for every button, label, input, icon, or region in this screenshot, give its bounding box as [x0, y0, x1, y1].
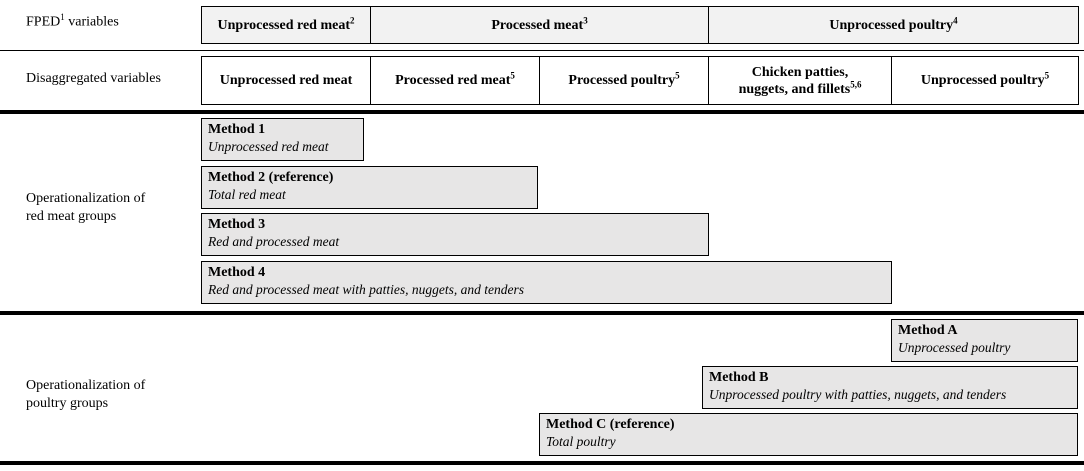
fped-header-unprocessed-red-meat: Unprocessed red meat2 [201, 6, 371, 44]
method-c-title: Method C (reference) [546, 417, 675, 432]
fped-row-label: FPED1 variables [26, 12, 119, 30]
disagg-header-unprocessed-poultry: Unprocessed poultry5 [891, 56, 1079, 105]
method-2-box: Method 2 (reference) Total red meat [201, 166, 538, 209]
divider-bottom [0, 461, 1084, 465]
disagg-header-processed-red-meat: Processed red meat5 [370, 56, 540, 105]
method-2-title: Method 2 (reference) [208, 170, 334, 185]
method-b-box: Method B Unprocessed poultry with pattie… [702, 366, 1078, 409]
method-c-box: Method C (reference) Total poultry [539, 413, 1078, 456]
method-3-desc: Red and processed meat [208, 234, 340, 249]
method-a-desc: Unprocessed poultry [898, 340, 1011, 355]
fped-header-processed-meat: Processed meat3 [370, 6, 709, 44]
method-3-title: Method 3 [208, 217, 266, 232]
disagg-header-unprocessed-red-meat: Unprocessed red meat [201, 56, 371, 105]
disagg-header-processed-poultry: Processed poultry5 [539, 56, 709, 105]
divider-disaggregated [0, 110, 1084, 114]
method-b-title: Method B [709, 370, 769, 385]
disaggregated-row-label: Disaggregated variables [26, 71, 161, 86]
method-1-box: Method 1 Unprocessed red meat [201, 118, 364, 161]
red-meat-group-label: Operationalization of red meat groups [26, 191, 146, 224]
method-a-box: Method A Unprocessed poultry [891, 319, 1078, 362]
method-1-title: Method 1 [208, 122, 266, 137]
method-b-desc: Unprocessed poultry with patties, nugget… [709, 387, 1007, 402]
method-c-desc: Total poultry [546, 434, 616, 449]
divider-fped [0, 50, 1084, 51]
method-a-title: Method A [898, 323, 958, 338]
fped-header-unprocessed-poultry: Unprocessed poultry4 [708, 6, 1079, 44]
method-4-box: Method 4 Red and processed meat with pat… [201, 261, 892, 304]
method-4-title: Method 4 [208, 265, 266, 280]
disagg-header-chicken-patties: Chicken patties,nuggets, and fillets5,6 [708, 56, 892, 105]
method-3-box: Method 3 Red and processed meat [201, 213, 709, 256]
divider-red-meat [0, 311, 1084, 315]
method-4-desc: Red and processed meat with patties, nug… [208, 282, 524, 297]
poultry-group-label: Operationalization of poultry groups [26, 378, 146, 411]
method-2-desc: Total red meat [208, 187, 286, 202]
method-1-desc: Unprocessed red meat [208, 139, 329, 154]
